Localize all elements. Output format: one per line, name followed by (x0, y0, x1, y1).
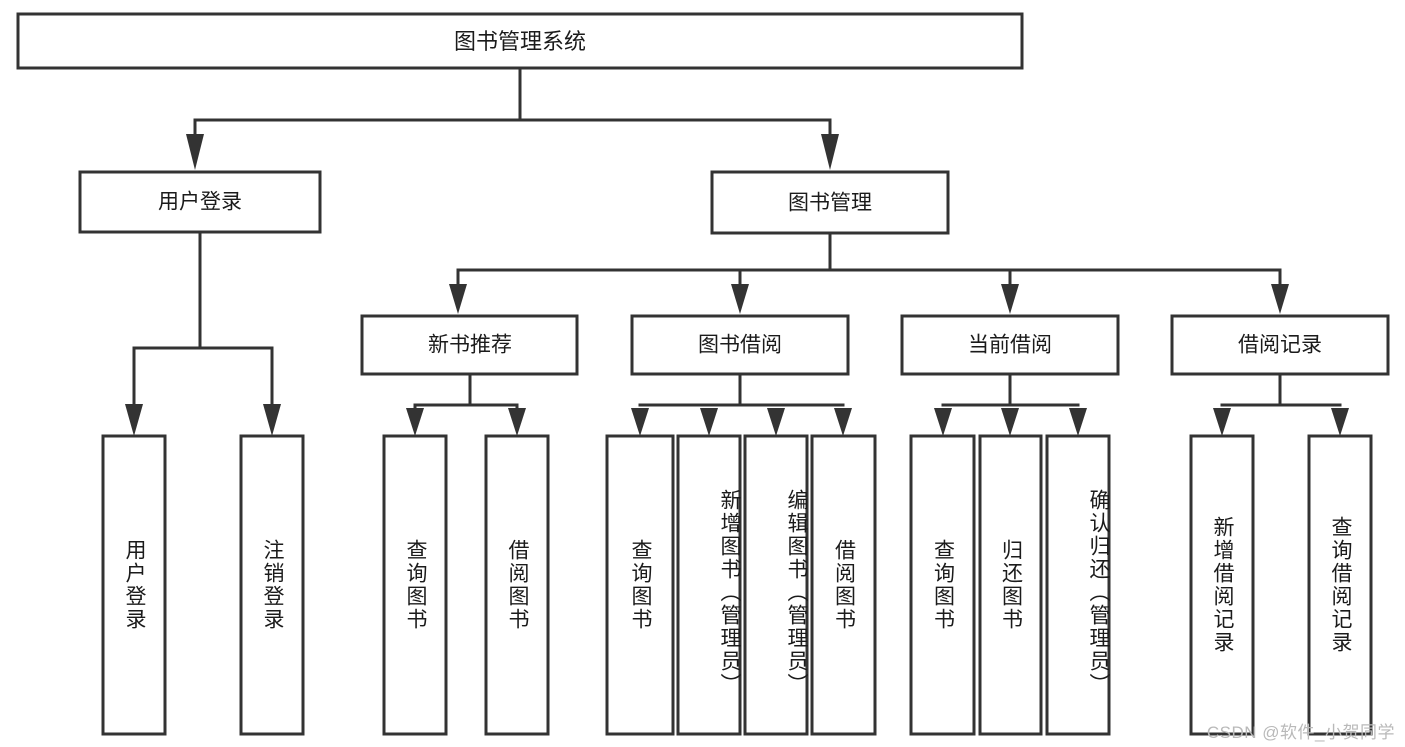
leaf-box-user-login-0[interactable] (101, 434, 167, 736)
arrow-head-icon (449, 284, 467, 314)
node-current-borrow[interactable]: 当前借阅 (900, 314, 1120, 376)
leaf-box-book-borrow-1[interactable] (676, 434, 742, 736)
leaf-box-new-book-0[interactable] (382, 434, 448, 736)
arrow-head-icon (1213, 408, 1231, 436)
leaf-box-borrow-record-1[interactable] (1307, 434, 1373, 736)
node-borrow-record-label: 借阅记录 (1238, 334, 1322, 357)
node-new-book-recommend-box[interactable] (360, 314, 579, 376)
node-user-login[interactable]: 用户登录 (78, 170, 322, 234)
arrow-head-icon (508, 408, 526, 436)
arrow-head-icon (731, 284, 749, 314)
arrow-head-icon (1001, 284, 1019, 314)
node-book-borrow-label: 图书借阅 (698, 334, 782, 357)
node-root[interactable]: 图书管理系统 (16, 12, 1024, 70)
node-borrow-record-box[interactable] (1170, 314, 1390, 376)
node-book-borrow[interactable]: 图书借阅 (630, 314, 850, 376)
arrow-head-icon (125, 404, 143, 436)
arrow-head-icon (1331, 408, 1349, 436)
leaf-box-book-borrow-2[interactable] (743, 434, 809, 736)
node-book-management-label: 图书管理 (788, 192, 872, 215)
node-book-management-box[interactable] (710, 170, 950, 235)
leaf-box-current-borrow-0[interactable] (909, 434, 976, 736)
node-root-label: 图书管理系统 (454, 29, 586, 54)
leaf-box-new-book-1[interactable] (484, 434, 550, 736)
leaf-box-current-borrow-2[interactable] (1045, 434, 1111, 736)
node-book-borrow-box[interactable] (630, 314, 850, 376)
leaf-box-book-borrow-0[interactable] (605, 434, 675, 736)
arrow-head-icon (406, 408, 424, 436)
arrow-head-icon (1001, 408, 1019, 436)
node-user-login-label: 用户登录 (158, 191, 242, 214)
node-current-borrow-label: 当前借阅 (968, 334, 1052, 357)
node-borrow-record[interactable]: 借阅记录 (1170, 314, 1390, 376)
node-new-book-recommend-label: 新书推荐 (428, 334, 512, 357)
arrow-head-icon (700, 408, 718, 436)
arrow-head-icon (186, 134, 204, 170)
arrow-head-icon (834, 408, 852, 436)
arrow-head-icon (263, 404, 281, 436)
node-book-management[interactable]: 图书管理 (710, 170, 950, 235)
arrow-head-icon (631, 408, 649, 436)
node-new-book-recommend[interactable]: 新书推荐 (360, 314, 579, 376)
arrow-head-icon (1271, 284, 1289, 314)
leaf-box-book-borrow-3[interactable] (810, 434, 877, 736)
arrow-head-icon (934, 408, 952, 436)
arrow-head-icon (821, 134, 839, 170)
arrow-head-icon (1069, 408, 1087, 436)
node-root-box[interactable] (16, 12, 1024, 70)
node-current-borrow-box[interactable] (900, 314, 1120, 376)
leaf-box-current-borrow-1[interactable] (978, 434, 1043, 736)
leaf-box-borrow-record-0[interactable] (1189, 434, 1255, 736)
leaf-box-user-login-1[interactable] (239, 434, 305, 736)
arrow-head-icon (767, 408, 785, 436)
watermark-text: CSDN @软件_小贺同学 (1206, 723, 1395, 742)
